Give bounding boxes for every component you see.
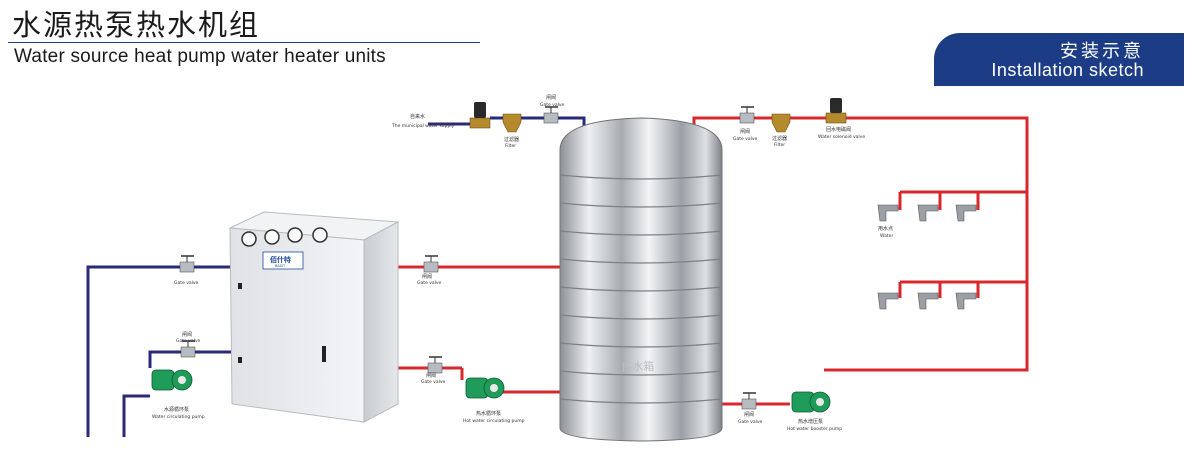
diagram-labels: 自来水 The municipal water supply 过滤器 Filte…: [152, 94, 893, 432]
outlet-branch-lower: [898, 280, 1027, 298]
gate-valve-icon: [423, 255, 439, 273]
badge-background: [934, 33, 1184, 86]
title-underline: [8, 42, 480, 43]
tank-emboss: JS水箱: [621, 359, 654, 373]
badge-title-english: Installation sketch: [991, 60, 1144, 80]
gate-valve-icon: [741, 392, 757, 410]
label-circ-pump-en: Water circulating pump: [152, 414, 205, 420]
badge-title-chinese: 安装示意: [1060, 41, 1144, 62]
unit-switch: [238, 283, 242, 289]
label-hot-booster-cn: 热水增压泵: [798, 418, 823, 425]
faucet-icon: [877, 204, 899, 222]
label-filter-en: Filter: [774, 142, 785, 148]
label-outlet-cn: 用水点: [878, 225, 893, 232]
title-english: Water source heat pump water heater unit…: [14, 46, 386, 67]
hot-return-loop-pipe: [692, 116, 1029, 372]
faucet-icon: [917, 292, 939, 310]
filter-icon: [771, 113, 791, 133]
faucet-icon: [917, 204, 939, 222]
water-taps: [877, 204, 977, 310]
label-gate-en: Gate valve: [738, 419, 763, 425]
label-gate-en: Gate valve: [176, 338, 201, 344]
label-solenoid-en: Water solenoid valve: [818, 134, 865, 140]
label-gate-en: Gate valve: [540, 102, 565, 108]
source-return-pipe: [122, 350, 232, 437]
faucet-icon: [877, 292, 899, 310]
label-gate-cn: 闸阀: [182, 331, 192, 338]
tank-rings: [559, 174, 723, 404]
unit-gauges: [241, 227, 328, 247]
label-municipal-en: The municipal water supply: [391, 123, 455, 129]
unit-side-panel: [363, 221, 399, 423]
pump-icon: [151, 369, 193, 391]
label-circ-pump-cn: 水源循环泵: [164, 406, 189, 413]
title-chinese: 水源热泵热水机组: [12, 8, 261, 42]
label-hot-booster-en: Hot water booster pump: [787, 426, 842, 432]
tank-body: [559, 117, 723, 442]
valves: [179, 98, 847, 410]
label-filter-cn: 过滤器: [772, 135, 787, 142]
gate-valve-icon: [427, 356, 443, 374]
label-filter-cn: 过滤器: [504, 136, 519, 143]
gate-valve-icon: [179, 255, 195, 273]
faucet-icon: [955, 292, 977, 310]
pumps: [151, 369, 831, 413]
label-gate-cn: 闸阀: [546, 94, 556, 101]
unit-handle: [322, 346, 326, 362]
gauge-icon: [241, 231, 257, 247]
label-gate-en: Gate valve: [421, 379, 446, 385]
label-gate-cn: 闸阀: [426, 372, 436, 379]
label-solenoid-cn: 回水电磁阀: [826, 126, 851, 133]
filter-icon: [502, 113, 522, 133]
brand-name-cn: 佰什特: [270, 255, 291, 264]
label-gate-cn: 闸阀: [744, 411, 754, 418]
storage-tank: JS水箱: [559, 117, 723, 442]
gate-valve-icon: [180, 340, 196, 358]
label-hot-circ-cn: 热水循环泵: [476, 410, 501, 417]
label-outlet-en: Water: [880, 233, 893, 239]
pump-icon: [465, 377, 505, 399]
gauge-icon: [264, 229, 280, 245]
brand-name-en: BASIT: [275, 264, 286, 268]
label-gate-en: Gate valve: [733, 136, 758, 142]
outlet-branch-upper: [898, 190, 1027, 210]
gate-valve-icon: [543, 106, 559, 124]
label-filter-en: Filter: [505, 143, 516, 149]
label-gate-en: Gate valve: [417, 280, 442, 286]
label-gate-en: Gate valve: [174, 280, 199, 286]
label-gate-cn: 闸阀: [422, 273, 432, 280]
installation-badge: 安装示意 Installation sketch: [934, 33, 1184, 86]
pump-icon: [791, 391, 831, 413]
solenoid-valve-icon: [469, 102, 491, 129]
label-municipal-cn: 自来水: [410, 113, 425, 120]
unit-port: [238, 357, 242, 363]
unit-brand-plate: [262, 251, 304, 270]
solenoid-valve-icon: [825, 98, 847, 124]
heat-pump-unit: 佰什特 BASIT: [228, 211, 400, 423]
gauge-icon: [312, 227, 328, 243]
gauge-icon: [287, 227, 303, 243]
label-gate-cn: 闸阀: [740, 128, 750, 135]
label-hot-circ-en: Hot water circulating pump: [463, 418, 525, 424]
gate-valve-icon: [739, 106, 755, 124]
faucet-icon: [955, 204, 977, 222]
